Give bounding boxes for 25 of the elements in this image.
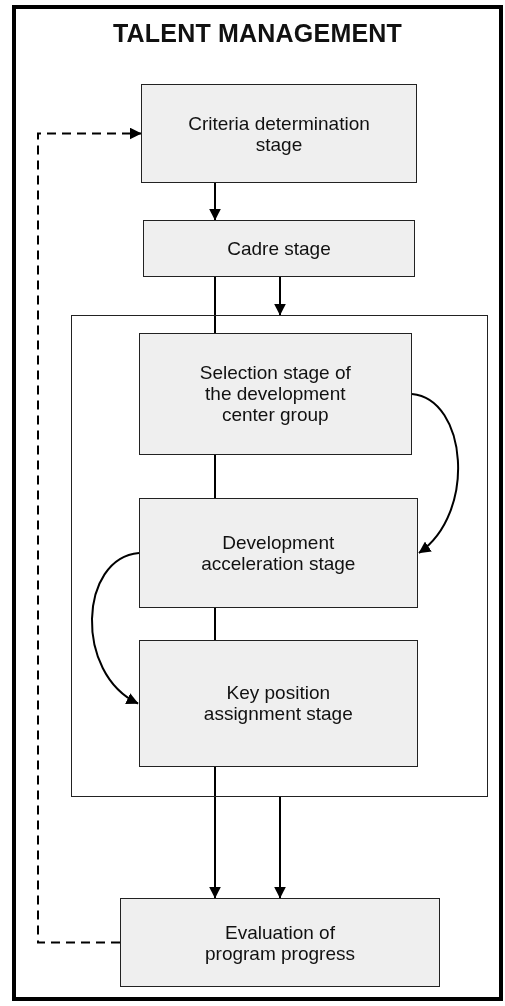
arrow [209,766,221,899]
box-label: Development acceleration stage [200,531,357,574]
process-box [141,84,417,183]
box-label: Selection stage of the development center group [198,362,352,426]
diagram-heading: TALENT MANAGEMENT [112,19,403,48]
connector-line [214,454,216,499]
arrow [411,393,459,554]
connector-line [214,276,216,334]
box-label: Criteria determination stage [187,112,371,155]
connector-line [214,607,216,641]
process-box [143,220,415,277]
process-box [138,639,418,767]
outer-frame [12,5,503,1001]
process-box [120,898,440,987]
arrow [274,796,286,899]
box-label: Cadre stage [227,238,331,259]
arrow [209,182,221,221]
box-label: Evaluation of program progress [204,921,356,964]
dashed-arrow [37,127,142,944]
group-box [71,315,488,797]
box-label: Key position assignment stage [202,682,354,725]
arrow [91,552,140,705]
process-box [138,497,418,608]
process-box [138,332,412,455]
arrow [274,276,286,316]
